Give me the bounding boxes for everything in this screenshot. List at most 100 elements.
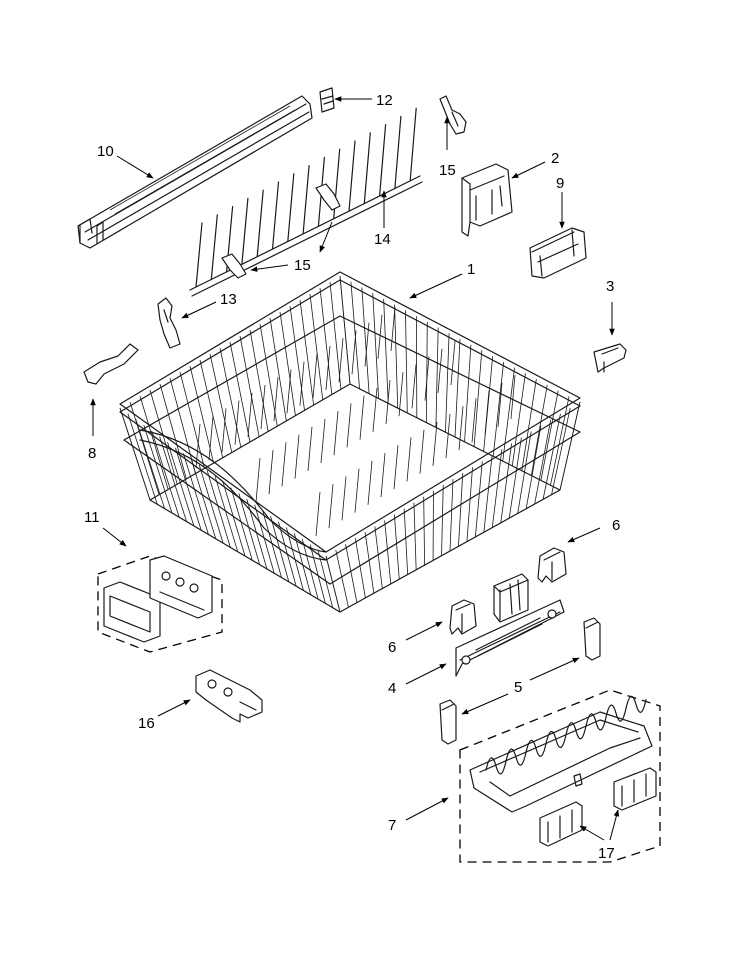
wire: [269, 317, 287, 421]
wire: [517, 431, 532, 514]
callout-15-top: 15: [439, 162, 456, 179]
wire: [502, 367, 515, 462]
callout-16: 16: [138, 715, 155, 732]
callout-6-lower: 6: [388, 639, 396, 656]
wire: [354, 538, 366, 598]
wire: [195, 423, 201, 469]
wire: [363, 132, 371, 204]
wire: [333, 411, 339, 456]
wire: [271, 181, 280, 250]
wire: [511, 373, 526, 466]
wire: [335, 549, 349, 608]
wire: [234, 400, 240, 445]
wire: [175, 447, 202, 531]
wire: [348, 140, 356, 212]
wire: [287, 173, 295, 242]
wire: [367, 460, 373, 505]
wire: [542, 413, 561, 500]
wire: [380, 452, 386, 498]
wire: [254, 504, 275, 574]
wire: [198, 464, 224, 544]
wire: [394, 115, 402, 189]
wire: [247, 392, 253, 437]
wire: [312, 353, 318, 398]
part-5-post-left: [439, 699, 457, 745]
wire: [208, 416, 214, 461]
wire: [286, 369, 292, 414]
part-5-post-right: [583, 617, 601, 661]
part-2-bracket: [461, 163, 513, 237]
wire: [394, 304, 399, 409]
wire: [338, 338, 344, 383]
wire: [346, 403, 352, 448]
wire: [270, 516, 290, 582]
callout-6-upper: 6: [612, 517, 620, 534]
wire: [241, 197, 249, 265]
callout-3: 3: [606, 278, 614, 295]
wire: [445, 333, 450, 433]
part-4-adjuster: [455, 573, 565, 677]
wire: [189, 365, 215, 464]
wire: [492, 361, 505, 457]
wire: [329, 281, 342, 390]
wire: [278, 521, 297, 587]
wire: [423, 496, 426, 566]
wire: [139, 395, 169, 490]
wire: [195, 222, 203, 288]
wire: [279, 311, 296, 416]
wire: [143, 424, 173, 514]
wire: [474, 461, 483, 537]
wire: [214, 476, 239, 552]
wire: [458, 406, 464, 451]
wire: [219, 347, 242, 448]
wire: [317, 550, 334, 608]
callout-8: 8: [88, 445, 96, 462]
part-8-guide: [83, 343, 139, 385]
wire: [540, 390, 559, 481]
wire: [435, 327, 439, 428]
wire: [309, 544, 326, 604]
wire: [351, 330, 357, 375]
wire: [239, 335, 260, 437]
part-16-clip: [195, 669, 263, 723]
wire: [289, 305, 305, 411]
callout-12: 12: [376, 92, 393, 109]
wire: [341, 476, 347, 521]
wire: [385, 379, 391, 425]
wire: [405, 310, 408, 413]
part-6-clip-lower: [449, 599, 477, 635]
wire: [256, 189, 264, 258]
wire: [328, 484, 334, 529]
wire: [551, 407, 571, 495]
wire: [319, 287, 333, 395]
wire: [458, 473, 464, 547]
wire: [260, 384, 266, 430]
wire: [500, 443, 513, 523]
callout-15-mid: 15: [294, 257, 311, 274]
part-7-group: [459, 689, 661, 863]
wire: [372, 387, 378, 432]
wire: [483, 455, 493, 533]
wire: [508, 437, 522, 519]
wire: [149, 389, 178, 485]
wire: [345, 544, 358, 603]
wire: [473, 350, 483, 447]
wire: [169, 377, 196, 474]
wire: [359, 395, 365, 440]
wire: [491, 449, 503, 528]
part-3-clip: [593, 343, 627, 373]
leader-lines: [90, 96, 620, 841]
wire: [307, 426, 313, 471]
wire: [445, 413, 451, 459]
wire: [525, 425, 542, 509]
wire: [151, 430, 180, 518]
part-11-group: [97, 555, 223, 653]
part-15-clip-mid: [221, 183, 341, 279]
wire: [273, 377, 279, 422]
wire: [424, 356, 430, 401]
wire: [135, 419, 165, 509]
wire: [390, 306, 396, 352]
wire: [471, 398, 477, 443]
wire: [190, 459, 217, 539]
wire: [406, 437, 412, 482]
